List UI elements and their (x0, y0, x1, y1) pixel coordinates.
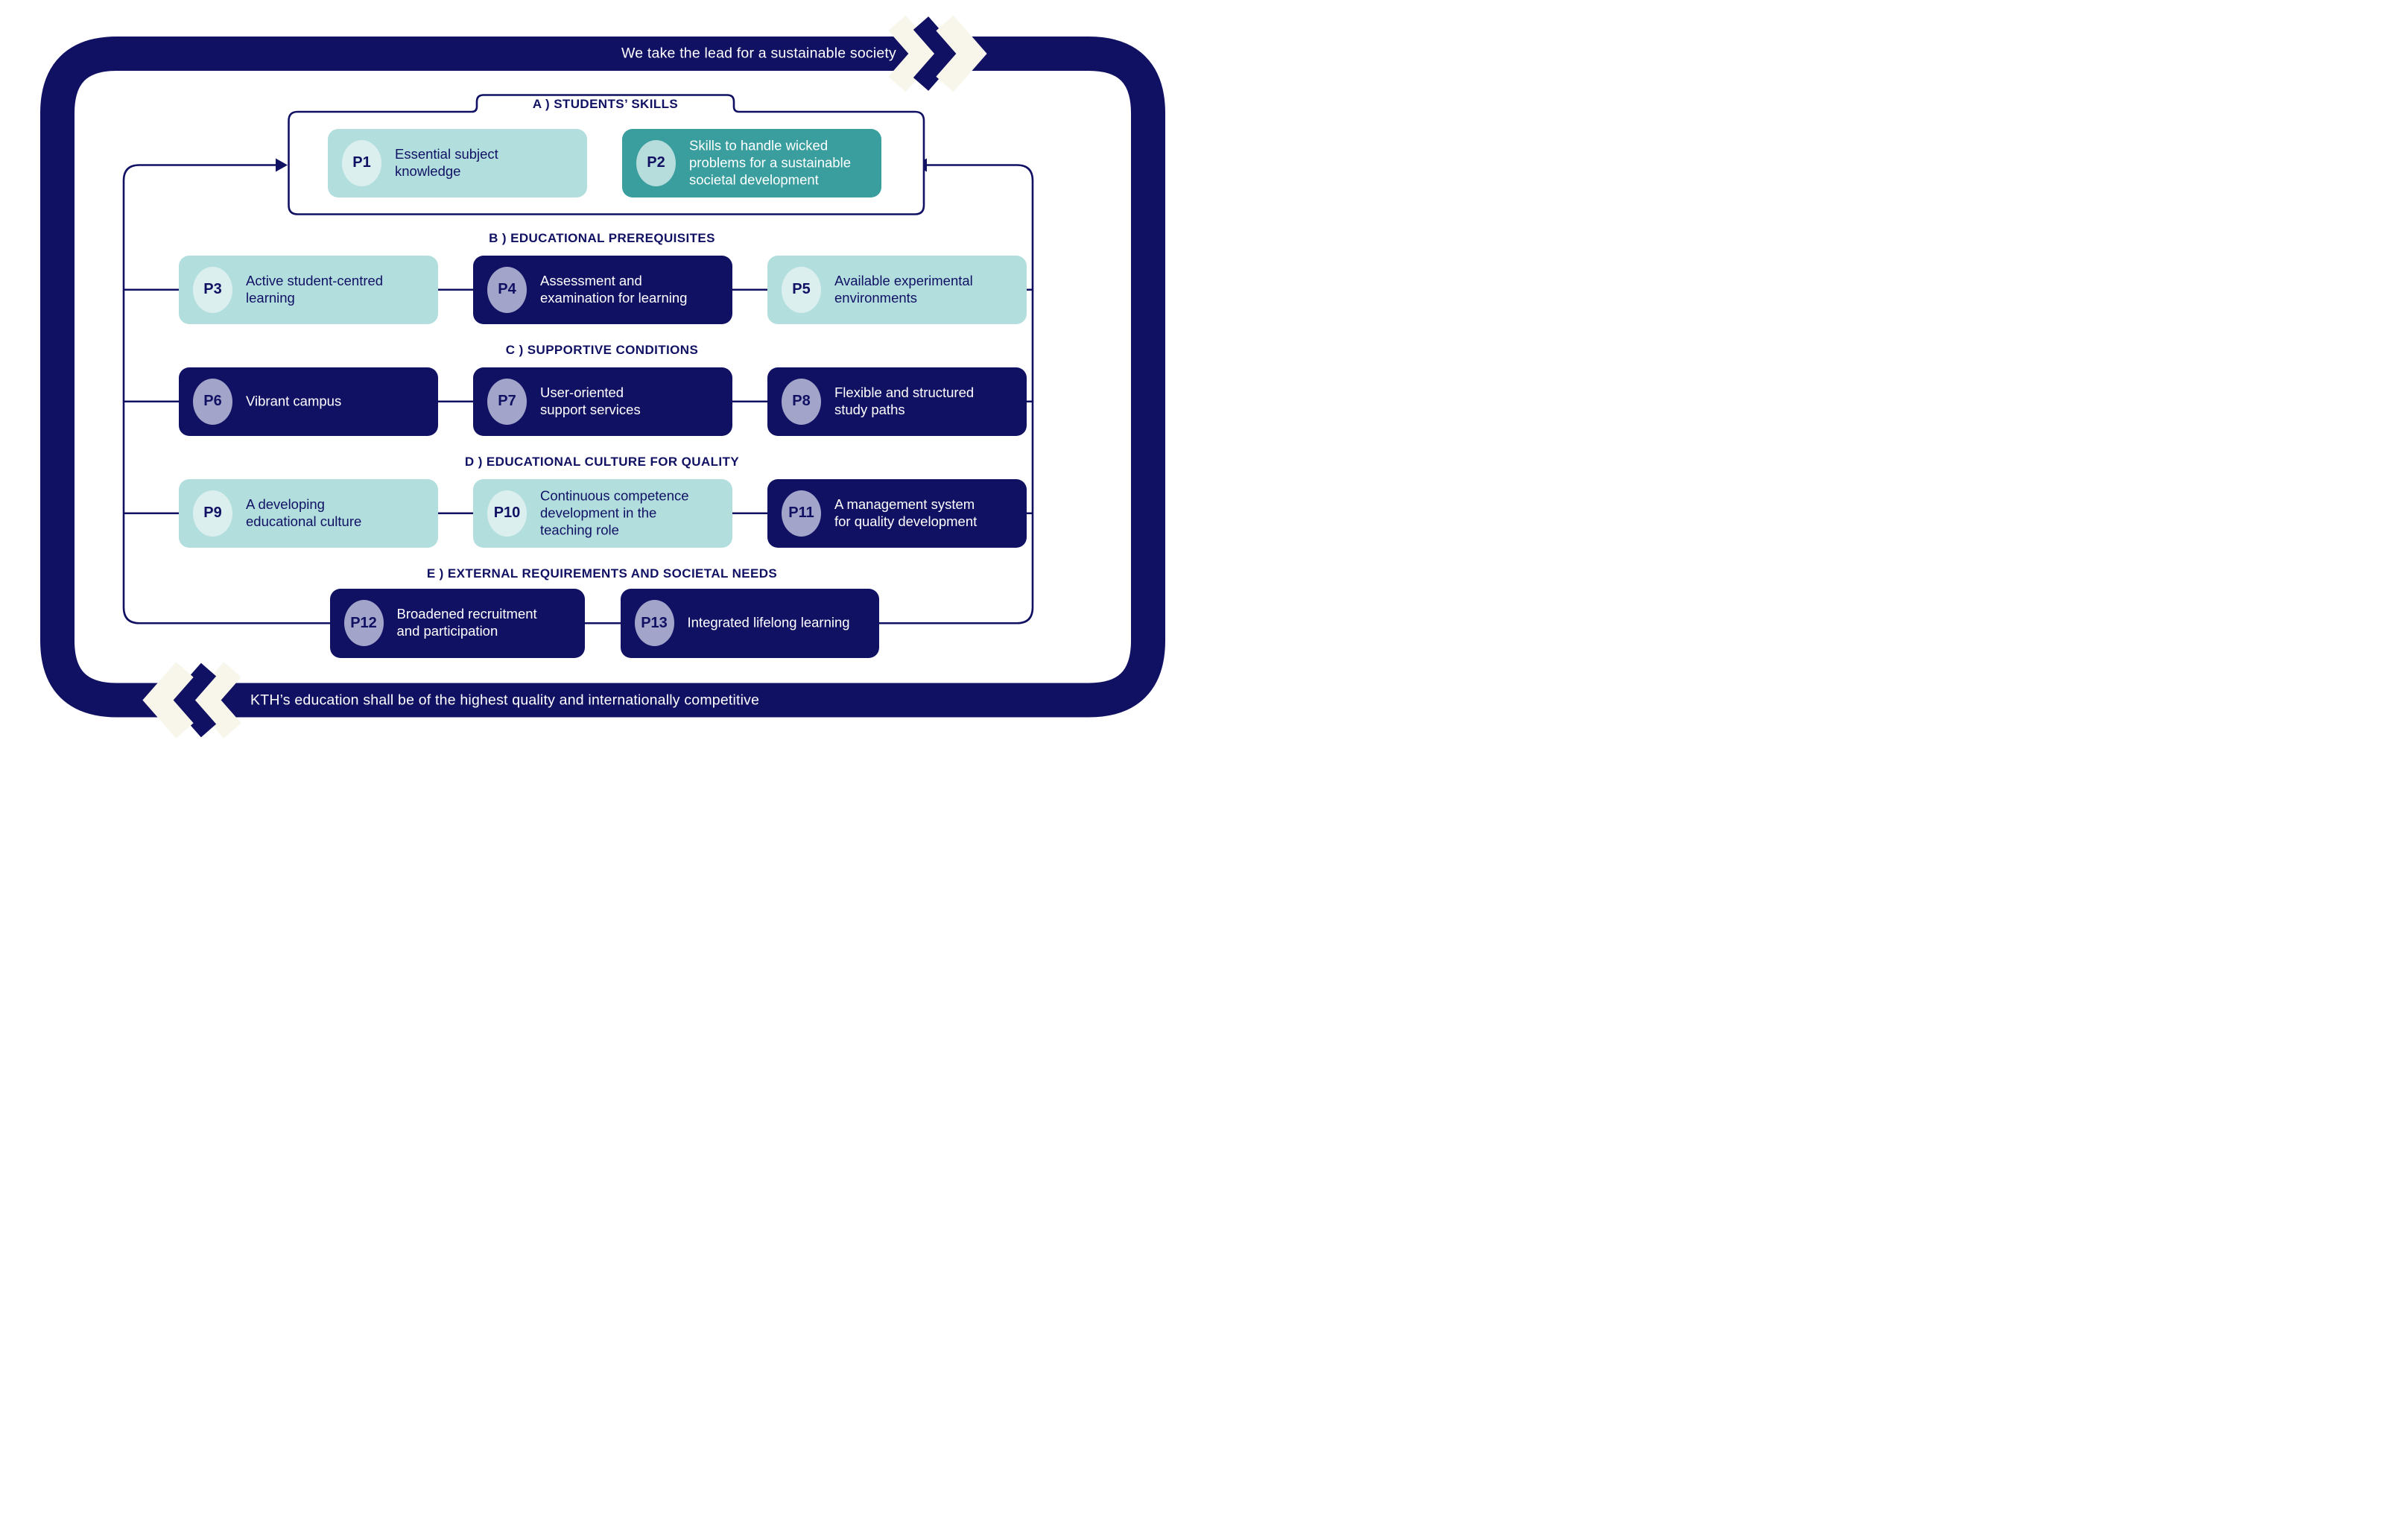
node-P1-badge: P1 (342, 139, 381, 186)
top-arrow-gap-left (888, 15, 940, 92)
left-arrowhead-icon (276, 158, 288, 172)
node-P8-badge: P8 (782, 378, 821, 425)
node-P3: P3 Active student-centred learning (179, 255, 438, 324)
top-arrow-gap-right (936, 15, 987, 92)
node-P8: P8 Flexible and structured study paths (767, 367, 1027, 436)
node-P4: P4 Assessment and examination for learni… (473, 255, 732, 324)
bottom-banner-text: KTH’s education shall be of the highest … (250, 692, 760, 708)
node-P5: P5 Available experimental environments (767, 255, 1027, 324)
node-P7-label: User-oriented support services (540, 384, 641, 417)
node-P13: P13 Integrated lifelong learning (620, 589, 879, 658)
node-P2-label: Skills to handle wicked problems for a s… (689, 137, 851, 188)
node-P10-label: Continuous competence development in the… (540, 487, 689, 538)
node-P12-badge: P12 (343, 600, 384, 647)
bottom-arrow-chevron-icon (168, 663, 217, 738)
section-d-header: D ) EDUCATIONAL CULTURE FOR QUALITY (464, 455, 740, 469)
node-P11: P11 A management system for quality deve… (767, 478, 1027, 548)
node-P10-badge: P10 (487, 490, 527, 537)
node-P12-label: Broadened recruitment and participation (396, 606, 537, 639)
top-banner-text: We take the lead for a sustainable socie… (621, 45, 896, 62)
node-P2-badge: P2 (636, 139, 676, 186)
section-e-header: E ) EXTERNAL REQUIREMENTS AND SOCIETAL N… (426, 566, 778, 581)
node-P6-badge: P6 (193, 378, 232, 425)
node-P6-label: Vibrant campus (246, 393, 342, 409)
node-P9-label: A developing educational culture (246, 496, 362, 529)
node-P5-label: Available experimental environments (834, 272, 973, 306)
top-arrow-chevron-icon (913, 16, 961, 91)
node-P11-badge: P11 (782, 490, 821, 537)
node-P13-label: Integrated lifelong learning (687, 614, 850, 630)
node-P2: P2 Skills to handle wicked problems for … (622, 128, 881, 197)
node-P4-label: Assessment and examination for learning (540, 272, 688, 306)
section-c-header: C ) SUPPORTIVE CONDITIONS (505, 343, 699, 357)
node-P13-badge: P13 (634, 600, 674, 647)
outer-flow-band (40, 37, 1165, 718)
node-P7-badge: P7 (487, 378, 527, 425)
node-P10: P10 Continuous competence development in… (473, 478, 732, 548)
node-P4-badge: P4 (487, 266, 527, 313)
section-b-header: B ) EDUCATIONAL PREREQUISITES (489, 231, 715, 245)
node-P5-badge: P5 (782, 266, 821, 313)
node-P9-badge: P9 (193, 490, 232, 537)
node-P1: P1 Essential subject knowledge (328, 128, 587, 197)
bottom-arrow-gap-left (142, 662, 194, 739)
node-P11-label: A management system for quality developm… (834, 496, 978, 529)
node-P9: P9 A developing educational culture (179, 478, 438, 548)
node-P7: P7 User-oriented support services (473, 367, 732, 436)
node-P8-label: Flexible and structured study paths (834, 384, 975, 417)
kth-education-framework-diagram: We take the lead for a sustainable socie… (0, 0, 1204, 760)
node-P12: P12 Broadened recruitment and participat… (329, 589, 585, 658)
node-P3-label: Active student-centred learning (246, 272, 384, 306)
node-P3-badge: P3 (193, 266, 232, 313)
node-P1-label: Essential subject knowledge (395, 145, 498, 179)
node-P6: P6 Vibrant campus (179, 367, 438, 436)
bottom-arrow-gap-right (190, 662, 241, 739)
section-a-header: A ) STUDENTS’ SKILLS (532, 97, 679, 111)
